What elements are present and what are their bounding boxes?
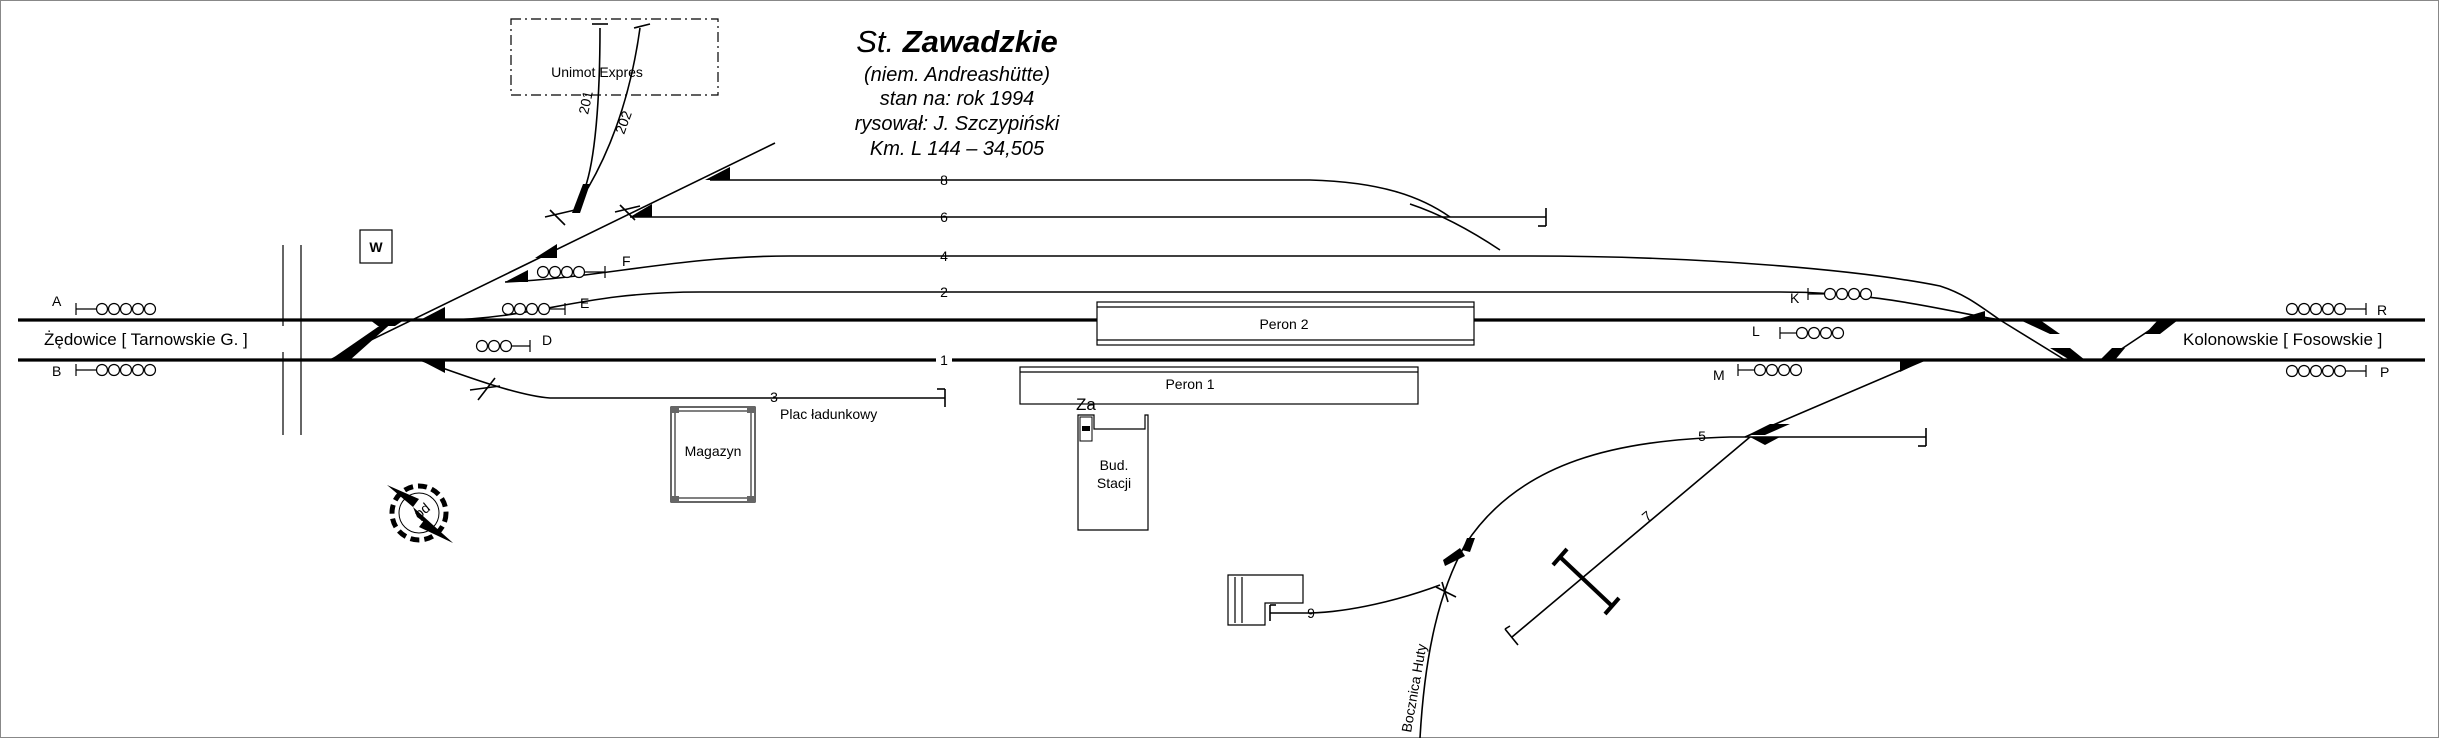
signal-L-label: L xyxy=(1752,323,1760,339)
station-building-label-2: Stacji xyxy=(1097,475,1131,491)
platform-2-label: Peron 2 xyxy=(1259,316,1308,332)
za-label: Za xyxy=(1076,395,1096,414)
track-3-label: 3 xyxy=(770,389,778,405)
platform-1-label: Peron 1 xyxy=(1165,376,1214,392)
signal-K-label: K xyxy=(1790,290,1800,306)
signal-R: R xyxy=(2285,302,2387,318)
track-6-label: 6 xyxy=(940,209,948,225)
freight-yard-label: Plac ładunkowy xyxy=(780,406,877,422)
signal-A: A xyxy=(52,293,157,316)
track-8 xyxy=(710,179,1451,218)
track-7-bridge-bar xyxy=(1558,555,1614,608)
author: rysował: J. Szczypiński xyxy=(855,113,1060,135)
track-2-label: 2 xyxy=(940,284,948,300)
track-7-label: 7 xyxy=(1639,507,1655,524)
signal-D-label: D xyxy=(542,332,552,348)
signal-M: M xyxy=(1713,363,1803,383)
platform-1 xyxy=(1019,366,1419,405)
steelworks-siding xyxy=(1419,544,1466,738)
siding-201 xyxy=(584,27,601,189)
signal-R-label: R xyxy=(2377,302,2387,318)
state-year: stan na: rok 1994 xyxy=(880,88,1035,110)
siding-202-label: 202 xyxy=(612,108,635,136)
kilometer: Km. L 144 – 34,505 xyxy=(870,138,1045,160)
signal-F: F xyxy=(536,253,631,279)
signal-B: B xyxy=(52,363,157,379)
siding-202 xyxy=(587,27,641,189)
track-1-label: 1 xyxy=(940,352,948,368)
siding-building xyxy=(1227,574,1304,626)
track-4 xyxy=(504,255,2001,321)
signal-A-label: A xyxy=(52,293,62,309)
station-building xyxy=(1077,414,1149,531)
magazyn-building xyxy=(670,406,756,503)
track-3 xyxy=(419,359,945,399)
track-8-label: 8 xyxy=(940,172,948,188)
platform-2 xyxy=(1096,301,1475,346)
title-block: St. Zawadzkie (niem. Andreashütte) stan … xyxy=(855,24,1060,160)
track-7 xyxy=(1511,436,1751,638)
direction-left: Żędowice [ Tarnowskie G. ] xyxy=(44,330,248,349)
signal-F-label: F xyxy=(622,253,631,269)
signal-M-label: M xyxy=(1713,367,1725,383)
signal-D: D xyxy=(475,332,552,353)
compass-icon: pd xyxy=(387,483,453,543)
signal-B-label: B xyxy=(52,363,61,379)
building-w-label: W xyxy=(369,239,383,255)
track-4-label: 4 xyxy=(940,248,948,264)
right-crossover-a xyxy=(1999,319,2066,361)
german-name: (niem. Andreashütte) xyxy=(864,64,1050,86)
magazyn-label: Magazyn xyxy=(685,443,742,459)
unimot-expres-area xyxy=(510,18,719,96)
signal-P: P xyxy=(2285,364,2389,380)
signal-K: K xyxy=(1790,287,1873,306)
signal-E: E xyxy=(501,295,589,316)
direction-right: Kolonowskie [ Fosowskie ] xyxy=(2183,330,2382,349)
station-building-label-1: Bud. xyxy=(1100,457,1129,473)
title: St. Zawadzkie xyxy=(856,24,1058,59)
track-6-connector xyxy=(1409,203,1501,251)
signal-P-label: P xyxy=(2380,364,2389,380)
building-w xyxy=(359,229,393,264)
track-9 xyxy=(1270,584,1441,614)
signal-L: L xyxy=(1752,323,1845,340)
track-9-label: 9 xyxy=(1307,605,1315,621)
track-5-label: 5 xyxy=(1698,428,1706,444)
unimot-expres-label: Unimot Expres xyxy=(551,64,643,80)
signal-E-label: E xyxy=(580,295,589,311)
track-7-buffer-stop xyxy=(1504,628,1519,646)
siding-201-label: 201 xyxy=(575,89,596,115)
